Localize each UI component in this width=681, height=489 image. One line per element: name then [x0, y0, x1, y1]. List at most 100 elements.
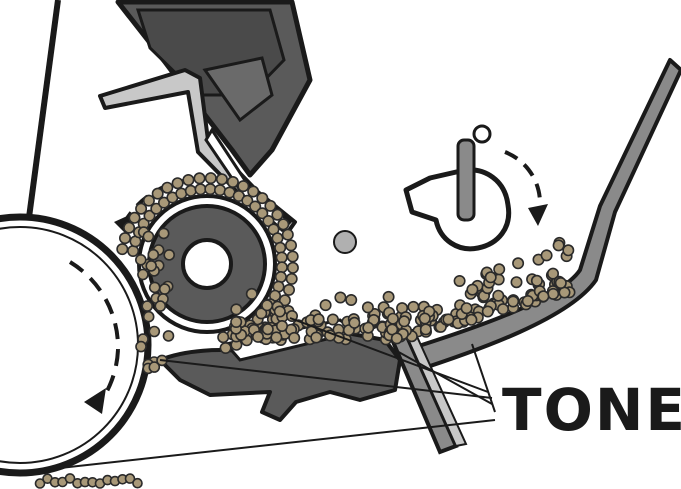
toner-particle [149, 327, 159, 337]
toner-particle [220, 343, 230, 353]
toner-particle [383, 292, 393, 302]
toner-particle [523, 296, 533, 306]
toner-particle [136, 255, 146, 265]
toner-particle [408, 302, 418, 312]
toner-particle [172, 178, 182, 188]
toner-particle [286, 240, 296, 250]
toner-particle [538, 291, 548, 301]
toner-particle [262, 300, 272, 310]
toner-particle [287, 274, 297, 284]
toner-particle [328, 314, 338, 324]
toner-particle [253, 332, 263, 342]
toner-particle [498, 304, 508, 314]
toner-particle [466, 315, 476, 325]
toner-particle [311, 332, 321, 342]
toner-particle [153, 188, 163, 198]
toner-particle [508, 296, 518, 306]
toner-particle [335, 292, 345, 302]
toner-particle [320, 300, 330, 310]
toner-particle [399, 316, 409, 326]
toner-particle [548, 289, 558, 299]
toner-particle [483, 306, 493, 316]
small-bead [334, 231, 356, 253]
toner-particle [277, 252, 287, 262]
toner-particle [263, 324, 273, 334]
toner-particle [283, 229, 293, 239]
toner-label: TONER [502, 376, 681, 444]
left-housing-wall [28, 0, 58, 225]
toner-particle [288, 251, 298, 261]
toner-particle [138, 270, 148, 280]
toner-particle [155, 301, 165, 311]
toner-particle [120, 233, 130, 243]
toner-particle [494, 264, 504, 274]
toner-particle [420, 313, 430, 323]
toner-particle [284, 285, 294, 295]
toner-particle [272, 210, 282, 220]
toner-particle [511, 277, 521, 287]
toner-particle [275, 306, 285, 316]
toner-particle [186, 186, 196, 196]
toner-particle [461, 303, 471, 313]
toner-particle [467, 284, 477, 294]
toner-particle [532, 276, 542, 286]
toner-particle [349, 318, 359, 328]
toner-particle [136, 342, 146, 352]
toner-particle [117, 244, 127, 254]
toner-agitator [406, 126, 548, 249]
toner-particle [493, 291, 503, 301]
toner-particle [205, 184, 215, 194]
toner-particle [556, 278, 566, 288]
toner-particle [271, 332, 281, 342]
toner-particle [144, 195, 154, 205]
toner-particle [218, 332, 228, 342]
toner-particle [265, 201, 275, 211]
toner-particle [215, 185, 225, 195]
toner-particle [276, 272, 286, 282]
toner-particle [146, 261, 156, 271]
photoreceptor-drum [0, 217, 148, 473]
toner-particle [164, 331, 174, 341]
toner-particle [313, 314, 323, 324]
toner-particle [159, 228, 169, 238]
toner-particle [231, 304, 241, 314]
toner-particle [183, 175, 193, 185]
toner-particle [277, 262, 287, 272]
toner-particle [144, 312, 154, 322]
toner-particle [150, 282, 160, 292]
toner-particle [278, 219, 288, 229]
toner-particle [541, 250, 551, 260]
toner-particle [421, 324, 431, 334]
toner-particle [388, 314, 398, 324]
toner-particle [164, 250, 174, 260]
toner-particle [160, 284, 170, 294]
toner-particle [289, 333, 299, 343]
toner-particle [392, 333, 402, 343]
toner-particle [136, 204, 146, 214]
toner-particle [128, 246, 138, 256]
toner-particle [206, 173, 216, 183]
toner-particle [133, 479, 142, 488]
toner-particle [238, 181, 248, 191]
agitator-rotation-arrow-icon [528, 204, 548, 226]
toner-particle [129, 213, 139, 223]
toner-particle [513, 258, 523, 268]
toner-particle [277, 321, 287, 331]
toner-particle [553, 240, 563, 250]
toner-particle [148, 250, 158, 260]
toner-particle [363, 323, 373, 333]
toner-particle [143, 232, 153, 242]
toner-particle [124, 223, 134, 233]
toner-particle [228, 177, 238, 187]
toner-particle [257, 193, 267, 203]
toner-particle [275, 243, 285, 253]
toner-particle [149, 362, 159, 372]
toner-particle [486, 272, 496, 282]
toner-particle [248, 186, 258, 196]
toner-particle [288, 263, 298, 273]
toner-particle [231, 317, 241, 327]
toner-particle [142, 301, 152, 311]
toner-particle [363, 302, 373, 312]
toner-particle [162, 183, 172, 193]
